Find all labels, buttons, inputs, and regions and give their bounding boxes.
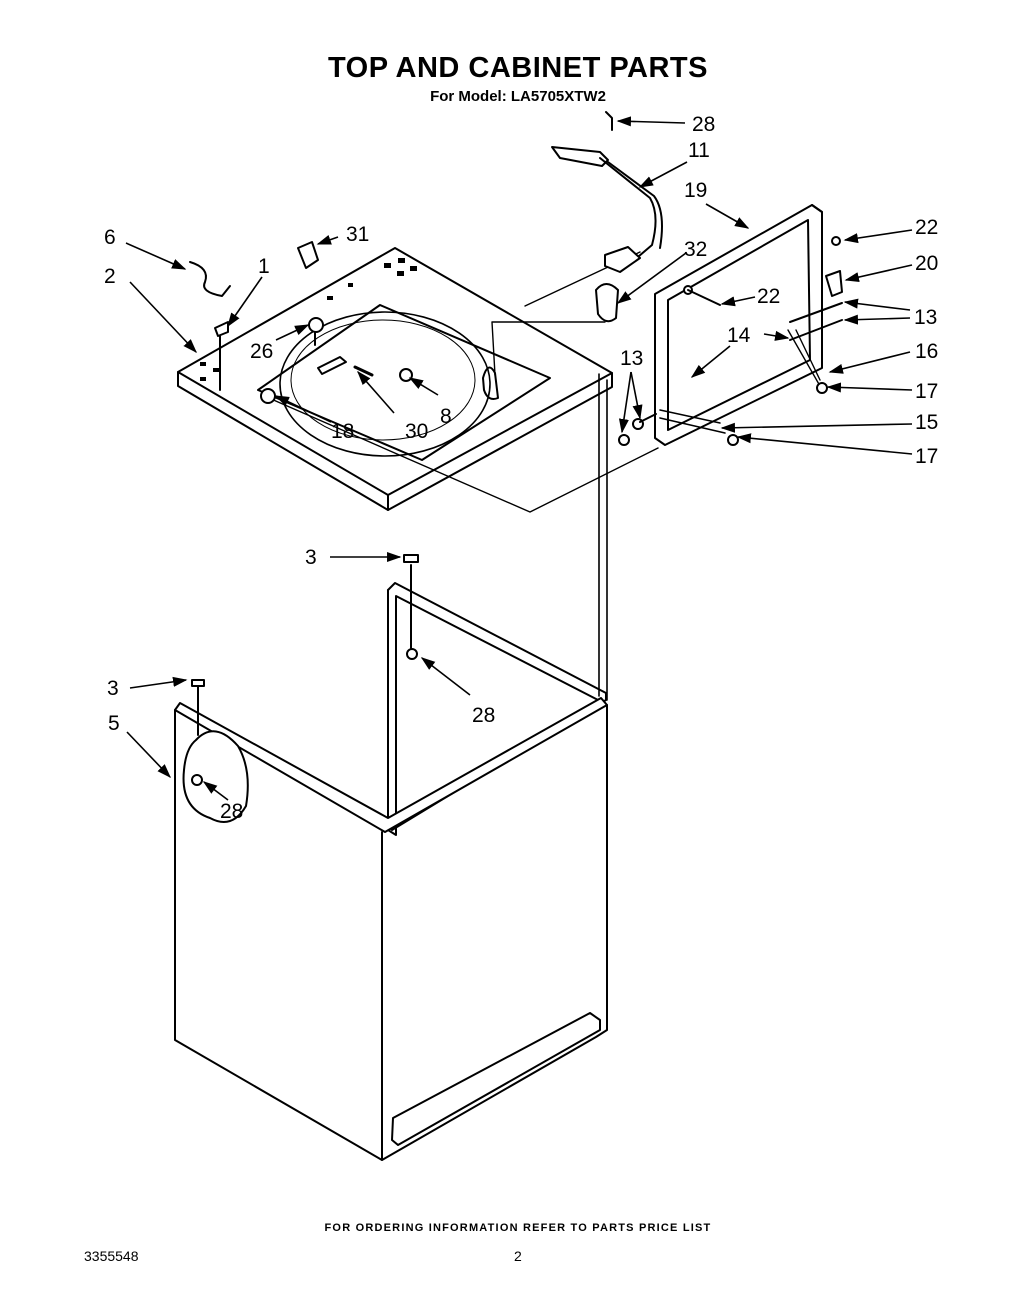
callout-8: 8 xyxy=(440,405,452,428)
cabinet xyxy=(174,697,608,1161)
callout-11: 11 xyxy=(688,139,710,162)
callout-6: 6 xyxy=(104,226,116,249)
callout-17-upper: 17 xyxy=(915,380,938,403)
callout-1: 1 xyxy=(258,255,270,278)
callout-labels: 28 11 19 22 20 22 13 14 16 13 17 15 17 6… xyxy=(104,113,938,823)
callout-28-top: 28 xyxy=(692,113,715,136)
callout-20: 20 xyxy=(915,252,938,275)
page-number: 2 xyxy=(514,1248,522,1264)
callout-32: 32 xyxy=(684,238,707,261)
callout-19: 19 xyxy=(684,179,707,202)
callout-13-right: 13 xyxy=(914,306,937,329)
top-slots xyxy=(200,258,417,381)
small-parts xyxy=(189,111,843,786)
callout-leaders xyxy=(125,116,913,801)
callout-28-cutaway: 28 xyxy=(220,800,243,823)
callout-3-upper: 3 xyxy=(305,546,317,569)
hinge-leader xyxy=(261,394,659,513)
callout-22-right: 22 xyxy=(915,216,938,239)
page-title: TOP AND CABINET PARTS xyxy=(327,52,708,84)
callout-2: 2 xyxy=(104,265,116,288)
model-subtitle: For Model: LA5705XTW2 xyxy=(430,88,606,105)
callout-15: 15 xyxy=(915,411,938,434)
washer-top xyxy=(177,247,613,511)
callout-16: 16 xyxy=(915,340,938,363)
callout-17-lower: 17 xyxy=(915,445,938,468)
callout-26: 26 xyxy=(250,340,273,363)
ordering-note: FOR ORDERING INFORMATION REFER TO PARTS … xyxy=(324,1222,712,1234)
lid-switch-assembly xyxy=(551,146,663,273)
callout-14: 14 xyxy=(727,324,751,347)
lid-frame xyxy=(654,204,823,446)
callout-18: 18 xyxy=(331,420,354,443)
callout-13-left: 13 xyxy=(620,347,643,370)
callout-28-middle: 28 xyxy=(472,704,495,727)
document-number: 3355548 xyxy=(84,1248,139,1264)
callout-30: 30 xyxy=(405,420,428,443)
cabinet-frame xyxy=(387,373,608,836)
lid-switch-line xyxy=(491,321,606,376)
callout-5: 5 xyxy=(108,712,120,735)
lid-bumper xyxy=(482,366,499,400)
callout-22-inner: 22 xyxy=(757,285,780,308)
callout-3-lower: 3 xyxy=(107,677,119,700)
callout-31: 31 xyxy=(346,223,369,246)
